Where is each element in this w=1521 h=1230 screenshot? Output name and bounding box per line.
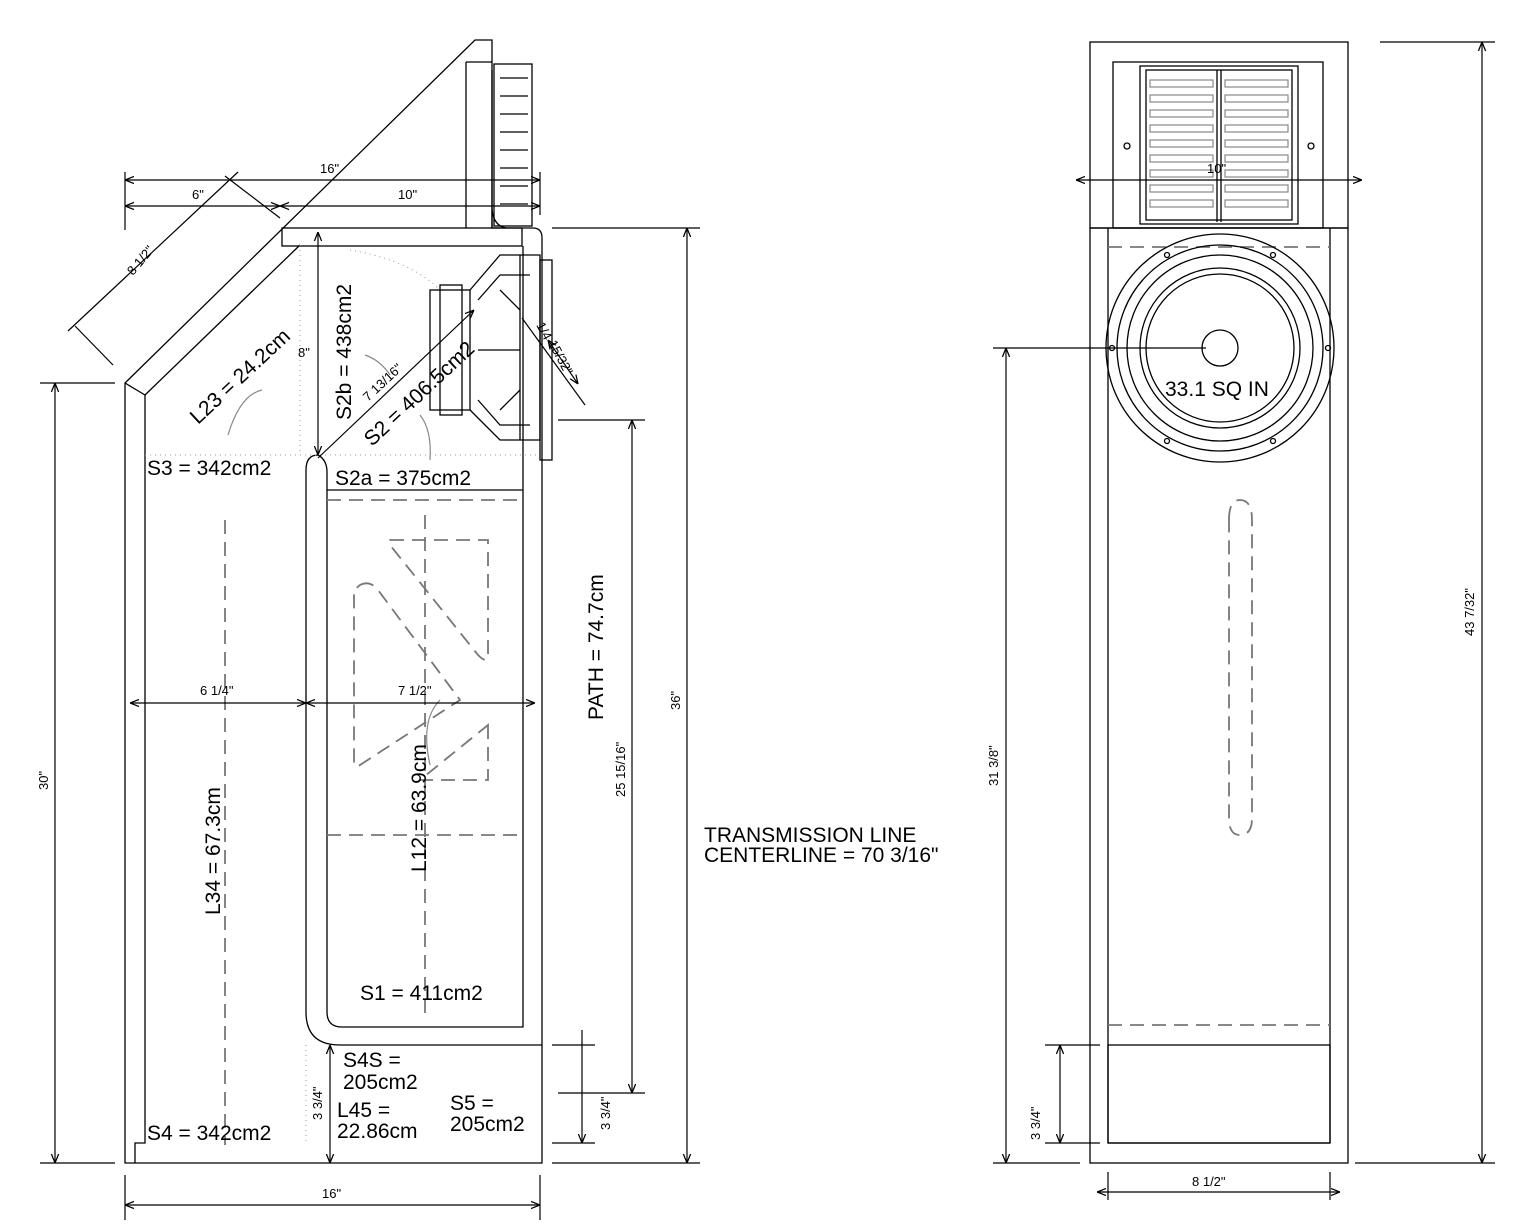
dim-front-top-width: 10" bbox=[1207, 161, 1226, 176]
centerline-note: TRANSMISSION LINE CENTERLINE = 70 3/16" bbox=[704, 824, 938, 867]
side-view: L23 = 24.2cm S2b = 438cm2 S2 = 406.5cm2 … bbox=[36, 39, 700, 1220]
label-s5-2: 205cm2 bbox=[450, 1113, 525, 1136]
label-s4s-2: 205cm2 bbox=[343, 1071, 418, 1094]
dim-bottom-width: 16" bbox=[322, 1186, 341, 1201]
label-l45-2: 22.86cm bbox=[337, 1120, 418, 1143]
dim-small-mark: 1/4 bbox=[533, 319, 555, 342]
label-s1: S1 = 411cm2 bbox=[360, 982, 483, 1005]
label-l34: L34 = 67.3cm bbox=[202, 787, 225, 915]
cabinet-outline-inner bbox=[134, 395, 146, 1163]
dim-right-chamber: 7 1/2" bbox=[398, 683, 432, 698]
label-s4: S4 = 342cm2 bbox=[147, 1122, 271, 1145]
port-opening bbox=[1107, 1044, 1331, 1144]
label-l12: L12 = 63.9cm bbox=[408, 744, 431, 872]
top-panel bbox=[281, 227, 523, 247]
note-line2: CENTERLINE = 70 3/16" bbox=[704, 844, 938, 867]
dim-height-to-driver: 31 3/8" bbox=[986, 745, 1001, 786]
front-view: 33.1 SQ IN 10" 31 3/8" 43 7/32" 3 3/4" 8… bbox=[986, 41, 1495, 1200]
dim-left-chamber: 6 1/4" bbox=[200, 683, 234, 698]
label-s5-1: S5 = bbox=[450, 1092, 494, 1115]
tweeter-side bbox=[491, 63, 533, 229]
label-s3: S3 = 342cm2 bbox=[147, 457, 271, 480]
dim-total-height: 36" bbox=[668, 691, 683, 710]
dim-foot-left: 3 3/4" bbox=[310, 1086, 325, 1120]
dim-slant-length: 8 1/2" bbox=[124, 242, 157, 278]
front-cabinet bbox=[1089, 227, 1349, 1164]
label-s2b: S2b = 438cm2 bbox=[333, 284, 356, 420]
label-port-area: 33.1 SQ IN bbox=[1165, 378, 1269, 401]
dim-front-foot-height: 3 3/4" bbox=[1028, 1106, 1043, 1140]
dim-front-bottom-width: 8 1/2" bbox=[1192, 1174, 1226, 1189]
label-path: PATH = 74.7cm bbox=[585, 574, 608, 720]
dim-top-flat: 10" bbox=[398, 187, 417, 202]
dim-slant-run: 6" bbox=[192, 187, 204, 202]
divider-panel bbox=[305, 246, 524, 1028]
note-line1: TRANSMISSION LINE bbox=[704, 824, 916, 847]
label-l45-1: L45 = bbox=[337, 1099, 390, 1122]
dim-baffle-angle: 8" bbox=[298, 345, 310, 360]
label-s4s-1: S4S = bbox=[343, 1049, 401, 1072]
damping-shape bbox=[389, 539, 489, 661]
dim-path-height: 25 15/16" bbox=[613, 741, 628, 797]
damping-slot bbox=[1228, 499, 1253, 836]
label-s2a: S2a = 375cm2 bbox=[335, 467, 471, 490]
dim-foot-right: 3 3/4" bbox=[598, 1096, 613, 1130]
dim-left-height: 30" bbox=[36, 771, 51, 790]
dim-top-width: 16" bbox=[320, 161, 339, 176]
dim-front-total-height: 43 7/32" bbox=[1462, 588, 1477, 636]
